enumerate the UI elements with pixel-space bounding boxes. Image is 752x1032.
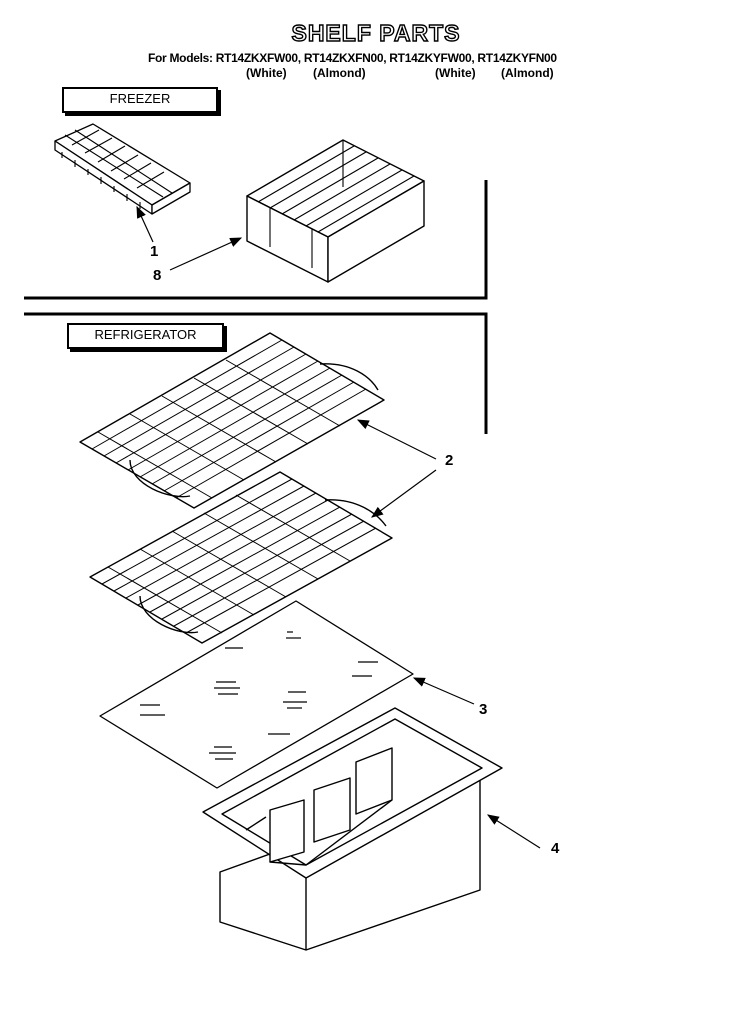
freezer-section-label: FREEZER <box>62 87 218 113</box>
color-label-white-1: (White) <box>246 66 287 80</box>
freezer-frame <box>24 180 488 300</box>
leader-line-2a <box>356 419 437 460</box>
page-title: SHELF PARTS <box>291 19 461 46</box>
leader-line-8 <box>169 237 243 271</box>
leader-line-1 <box>136 205 154 243</box>
callout-3: 3 <box>479 701 488 718</box>
color-label-almond-2: (Almond) <box>501 66 554 80</box>
crisper-pan <box>202 707 503 951</box>
wire-shelf-upper <box>79 332 385 509</box>
crisper-cover-glass <box>99 600 414 789</box>
leader-line-3 <box>412 677 475 705</box>
refrigerator-section-label: REFRIGERATOR <box>67 323 224 349</box>
model-list: For Models: RT14ZKXFW00, RT14ZKXFN00, RT… <box>148 51 557 65</box>
leader-line-2b <box>371 469 437 518</box>
freezer-wire-shelf <box>246 139 425 283</box>
callout-4: 4 <box>551 840 560 857</box>
refrigerator-frame <box>24 312 488 434</box>
ice-tray <box>54 123 191 215</box>
callout-2: 2 <box>445 452 454 469</box>
color-label-almond-1: (Almond) <box>313 66 366 80</box>
leader-line-4 <box>486 814 541 849</box>
callout-1: 1 <box>150 243 159 260</box>
color-label-white-2: (White) <box>435 66 476 80</box>
callout-8: 8 <box>153 267 162 284</box>
wire-shelf-lower <box>89 471 393 644</box>
